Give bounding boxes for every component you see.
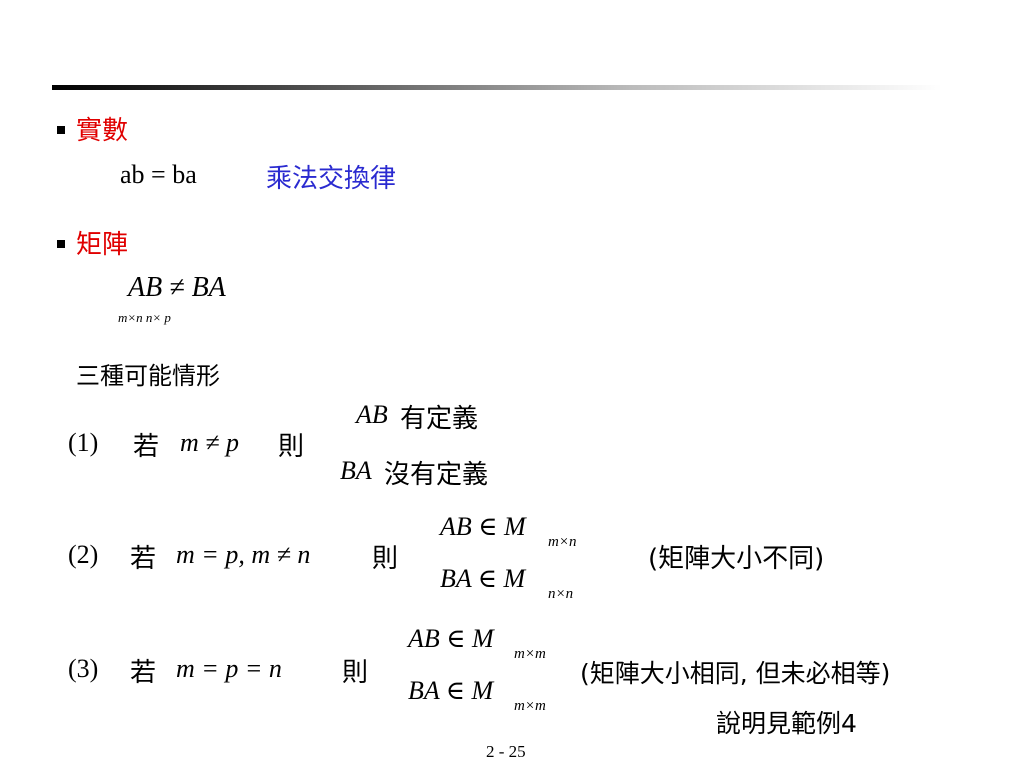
case1-if: 若 [133,432,160,462]
case3-then: 則 [342,658,369,688]
case2-note: (矩陣大小不同) [648,544,825,574]
case3-line1-subscript: m×m [514,646,546,662]
case3-line2-subscript: m×m [514,698,546,714]
case3-line1: AB ∈ M [408,624,494,653]
page-number: 2 - 25 [486,742,526,761]
title-rule [52,85,942,90]
case3-if: 若 [130,658,157,688]
case2-line1: AB ∈ M [440,512,526,541]
three-cases-intro: 三種可能情形 [76,362,220,390]
bullet-matrices [57,240,65,248]
commutative-equation: ab = ba [120,160,197,189]
case2-if: 若 [130,544,157,574]
case2-condition: m = p, m ≠ n [176,540,311,569]
case3-number: (3) [68,654,99,683]
case2-line2-subscript: n×n [548,586,574,602]
case1-line1-math: AB [356,400,388,429]
case2-number: (2) [68,540,99,569]
case1-line2-math: BA [340,456,372,485]
case1-number: (1) [68,428,99,457]
heading-matrices: 矩陣 [76,230,129,260]
case2-line1-subscript: m×n [548,534,577,550]
heading-real-numbers: 實數 [76,116,129,146]
bullet-real-numbers [57,126,65,134]
case1-line2-text: 沒有定義 [384,460,489,490]
case2-then: 則 [372,544,399,574]
case3-note: (矩陣大小相同, 但未必相等) [580,659,891,688]
case3-line2: BA ∈ M [408,676,494,705]
case1-line1-text: 有定義 [400,404,479,434]
case1-condition: m ≠ p [180,428,240,457]
case3-note-reference: 說明見範例4 [716,709,857,738]
commutative-law-label: 乘法交換律 [266,164,397,194]
case2-line2: BA ∈ M [440,564,526,593]
case3-condition: m = p = n [176,654,282,683]
matrix-noncommute-eq: AB ≠ BA [128,272,226,303]
matrix-dimensions-subscript: m×n n× p [118,310,171,325]
case1-then: 則 [278,432,305,462]
